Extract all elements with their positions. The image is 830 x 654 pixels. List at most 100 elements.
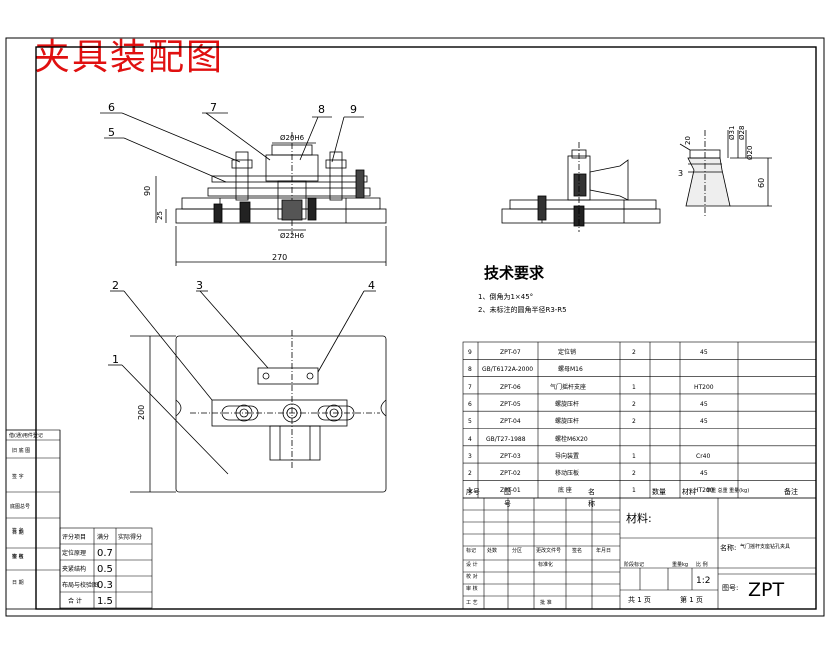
- row-name: 定位销: [558, 348, 576, 356]
- strip-label: 借(通)用件登记: [9, 432, 43, 439]
- header-no: 序号: [466, 487, 480, 496]
- row-name: 移动压板: [555, 469, 579, 477]
- rev-label: 分区: [512, 547, 522, 554]
- score-value: 0.5: [97, 564, 113, 575]
- score-header: 实际得分: [118, 533, 142, 541]
- balloon-5: 5: [108, 126, 115, 139]
- row-material: 45: [700, 470, 708, 477]
- row-no: 8: [468, 366, 472, 373]
- rev-label: 更改文件号: [536, 547, 561, 554]
- tech-requirements-title: 技术要求: [484, 264, 545, 282]
- row-material: 45: [700, 418, 708, 425]
- header-material: 材料: [682, 487, 696, 496]
- detail-view-labels: Ø31 Ø28 Ø20 60 3 20: [678, 126, 766, 188]
- score-header: 评分项目: [62, 533, 86, 541]
- scale-label: 比 例: [696, 561, 708, 568]
- balloon-3: 3: [196, 279, 203, 292]
- side-label: 日 期: [12, 580, 24, 586]
- row-material: 45: [700, 349, 708, 356]
- title-block-text: 序号 图 名 号 称 数量 材料 单重 总重 重量(kg) 备注 材料: 名称:…: [466, 487, 798, 606]
- row-code: ZPT-04: [500, 418, 521, 425]
- title-block: [462, 497, 817, 610]
- material-label: 材料:: [626, 511, 652, 525]
- front-view: [100, 112, 387, 266]
- row-code: ZPT-06: [500, 384, 521, 391]
- score-item: 定位原理: [62, 549, 86, 557]
- dim-h2: 3: [678, 169, 683, 178]
- rev-label: 签名: [572, 547, 582, 554]
- row-qty: 1: [632, 487, 636, 494]
- row-material: 45: [700, 401, 708, 408]
- top-view-labels: 2 3 4 1 200: [112, 279, 375, 420]
- strip-label: 签 名: [12, 553, 24, 560]
- dim-top-height: 200: [137, 405, 146, 420]
- side-label: 签 名: [12, 527, 24, 534]
- score-header: 满分: [97, 533, 109, 541]
- balloon-6: 6: [108, 101, 115, 114]
- row-code: ZPT-05: [500, 401, 521, 408]
- row-name: 螺母M16: [558, 365, 583, 373]
- row-qty: 1: [632, 384, 636, 391]
- drawing-no: ZPT: [748, 579, 784, 601]
- row-name: 底 座: [558, 486, 572, 494]
- inner-border: [35, 46, 817, 610]
- front-view-labels: 6 7 8 9 5 270 90 25 Ø20H6 Ø22H6: [108, 101, 357, 262]
- score-table-text: 评分项目 满分 实际得分 定位原理 0.7 夹紧结构 0.5 布局与校验图 0.…: [12, 527, 142, 607]
- dim-bore-bottom: Ø22H6: [280, 232, 305, 240]
- tech-item-2: 2、未标注的圆角半径R3-R5: [478, 306, 567, 314]
- sign-label: 设 计: [466, 561, 478, 568]
- strip-label: 旧 底 图: [12, 447, 30, 454]
- row-material: HT200: [694, 384, 714, 391]
- parts-row: 6 ZPT-05 螺旋压杆 2 45: [468, 400, 708, 408]
- row-no: 9: [468, 349, 472, 356]
- row-name: 螺栓M6X20: [555, 435, 588, 443]
- dim-bore-top: Ø20H6: [280, 134, 305, 142]
- row-no: 4: [468, 436, 472, 443]
- parts-row: 8 GB/T6172A-2000 螺母M16: [468, 365, 583, 373]
- row-no: 5: [468, 418, 472, 425]
- score-item: 布局与校验图: [62, 581, 98, 589]
- drawing-no-label: 图号:: [722, 584, 738, 592]
- left-strip-text: 借(通)用件登记 旧 底 图 签 字 底图总号 日 期 签 名: [9, 432, 43, 560]
- score-value: 0.7: [97, 548, 113, 559]
- row-name: 螺旋压杆: [555, 417, 579, 425]
- dim-h3: 20: [684, 136, 692, 145]
- row-code: ZPT-02: [500, 470, 521, 477]
- score-value: 1.5: [97, 596, 113, 607]
- side-view: [501, 142, 661, 232]
- dim-width: 270: [272, 253, 287, 262]
- dim-d3: Ø20: [746, 146, 754, 160]
- row-no: 1: [468, 487, 472, 494]
- dim-d2: Ø28: [738, 126, 746, 140]
- sign-label: 工 艺: [466, 600, 478, 606]
- front-base: [175, 208, 387, 224]
- strip-label: 底图总号: [10, 503, 30, 510]
- drawing-title: 夹具装配图: [34, 37, 225, 78]
- row-qty: 2: [632, 418, 636, 425]
- row-qty: 2: [632, 401, 636, 408]
- rev-label: 标记: [466, 547, 476, 554]
- parts-row: 5 ZPT-04 螺旋压杆 2 45: [468, 417, 708, 425]
- header-qty: 数量: [652, 487, 666, 496]
- row-code: ZPT-07: [500, 349, 521, 356]
- row-no: 2: [468, 470, 472, 477]
- strip-label: 日 期: [12, 530, 24, 536]
- tech-item-1: 1、倒角为1×45°: [478, 293, 534, 301]
- rev-label: 处数: [487, 547, 497, 554]
- score-table: [59, 527, 153, 609]
- weight-label: 重量kg: [672, 561, 688, 568]
- row-code: GB/T27-1988: [486, 436, 526, 443]
- row-name: 螺旋压杆: [555, 400, 579, 408]
- sign-label: 标准化: [538, 561, 553, 568]
- page-number: 第 1 页: [680, 595, 703, 604]
- name-label: 名称:: [720, 543, 736, 552]
- row-code: ZPT-03: [500, 453, 521, 460]
- balloon-1: 1: [112, 353, 119, 366]
- dim-height: 90: [143, 186, 152, 196]
- balloon-8: 8: [318, 103, 325, 116]
- row-code: ZPT-01: [500, 487, 521, 494]
- row-material: Cr40: [696, 453, 710, 460]
- balloon-9: 9: [350, 103, 357, 116]
